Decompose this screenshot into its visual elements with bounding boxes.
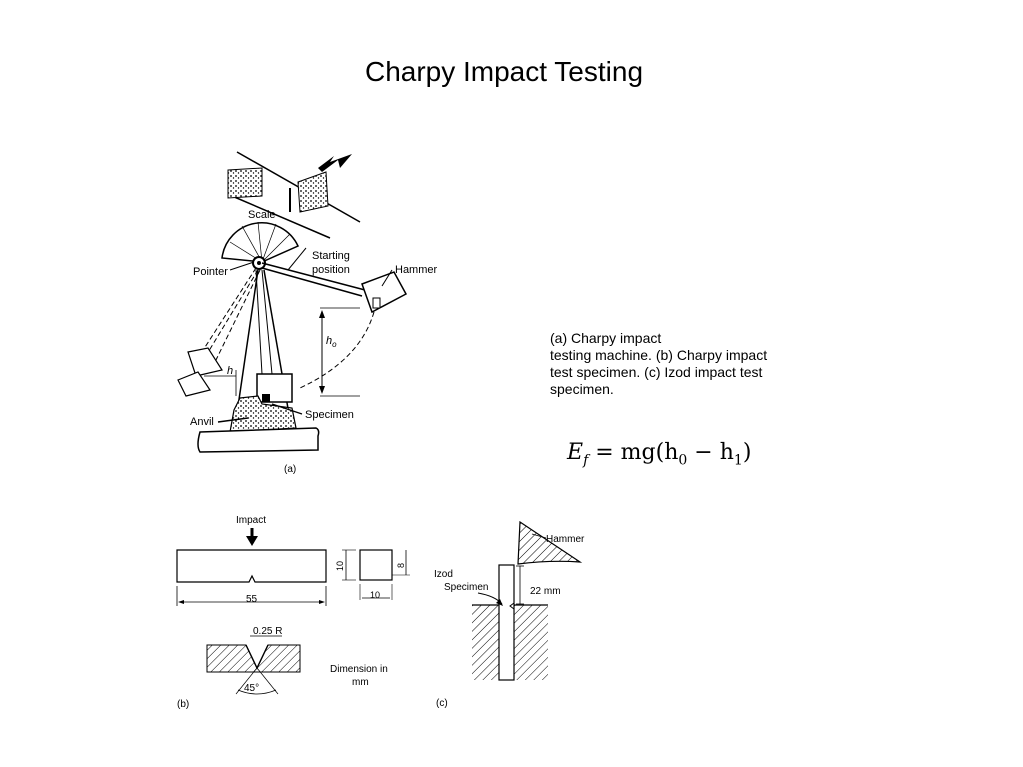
angle-label: 45°	[244, 683, 259, 694]
formula-sub0: 0	[678, 452, 688, 469]
formula-minus: − h	[687, 440, 734, 465]
izod-label: Izod	[434, 569, 453, 580]
hammer-label: Hammer	[395, 264, 438, 276]
izod-vise-left	[472, 605, 499, 680]
specimen-cross-section	[359, 549, 393, 581]
scale-dial	[221, 221, 300, 263]
impact-label: Impact	[236, 515, 266, 526]
width-dimension: 10	[370, 590, 380, 600]
figure-caption: (a) Charpy impact testing machine. (b) C…	[550, 330, 800, 398]
machine-base	[197, 427, 320, 453]
starting-label: Starting	[312, 250, 350, 262]
anvil-label: Anvil	[190, 416, 214, 428]
panel-c-label: (c)	[436, 698, 448, 709]
formula-sub1: 1	[733, 452, 743, 469]
h-label: h	[227, 365, 233, 377]
panel-a-label: (a)	[284, 464, 296, 475]
scale-label: Scale	[248, 209, 276, 221]
izod-specimen-label: Specimen	[444, 582, 488, 593]
specimen-label: Specimen	[305, 409, 354, 421]
frame-beam	[227, 151, 361, 239]
caption-line: test specimen. (c) Izod impact test	[550, 364, 763, 380]
pendulum-arm	[261, 262, 366, 291]
swing-arc	[299, 311, 375, 389]
impact-direction-arrow	[318, 154, 352, 172]
height-dimension: 10	[335, 561, 345, 571]
h0-label: ho	[326, 335, 337, 349]
slide-title: Charpy Impact Testing	[364, 56, 644, 87]
position-label: position	[312, 264, 350, 276]
anvil	[229, 395, 297, 433]
izod-dimension: 22 mm	[530, 586, 561, 597]
caption-line: testing machine. (b) Charpy impact	[550, 347, 768, 363]
specimen-bar	[176, 549, 327, 583]
izod-specimen-bar	[498, 564, 515, 681]
dimension-note-line2: mm	[352, 677, 369, 688]
izod-hammer	[517, 520, 583, 565]
formula-rhs: = mg(h	[595, 440, 679, 465]
pointer-label: Pointer	[193, 266, 228, 278]
izod-hammer-label: Hammer	[546, 534, 585, 545]
panel-b-label: (b)	[177, 699, 189, 710]
formula-lhs: E	[567, 440, 584, 465]
caption-line: (a) Charpy impact	[550, 330, 662, 346]
formula-lhs-sub: f	[583, 452, 589, 469]
energy-formula: Ef = mg(h0 − h1)	[567, 440, 751, 468]
izod-vise-right	[514, 605, 548, 680]
formula-close: )	[742, 440, 752, 465]
impact-arrow	[246, 536, 258, 546]
radius-label: 0.25 R	[253, 626, 282, 637]
depth-dimension: 8	[396, 563, 406, 568]
caption-line: specimen.	[550, 381, 614, 397]
length-dimension: 55	[246, 594, 258, 605]
hammer-end-position	[187, 347, 223, 377]
dimension-note-line1: Dimension in	[330, 664, 388, 675]
